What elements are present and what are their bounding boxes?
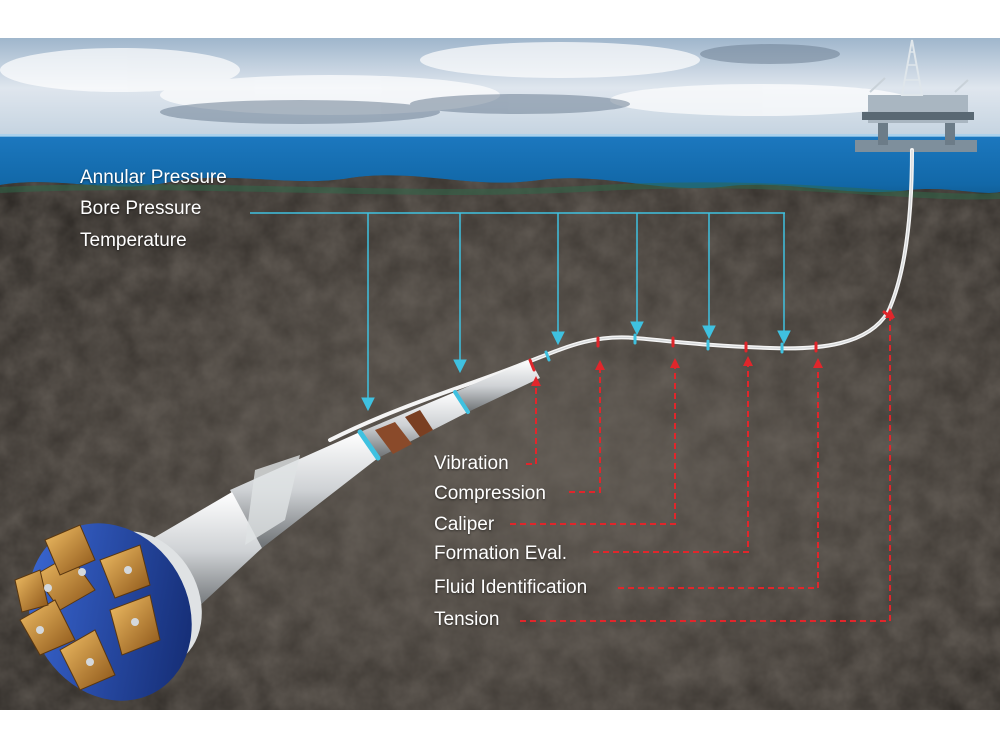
label-compression: Compression: [434, 483, 546, 504]
red-leader-caliper: [510, 368, 676, 525]
drill-collar: [118, 360, 540, 630]
offshore-drilling-rig-icon: [855, 39, 977, 152]
label-formation-eval: Formation Eval.: [434, 543, 568, 564]
label-temperature: Temperature: [80, 230, 187, 251]
label-caliper: Caliper: [434, 514, 495, 535]
blue-measurement-lines: [250, 212, 791, 412]
label-tension: Tension: [434, 609, 500, 630]
label-annular-pressure: Annular Pressure: [80, 167, 227, 188]
storm-clouds: [160, 44, 840, 124]
red-leader-compression: [569, 370, 601, 493]
red-leader-formation-eval: [593, 366, 749, 553]
top-white-band: [0, 0, 1000, 38]
label-fluid-identification: Fluid Identification: [434, 577, 588, 598]
label-vibration: Vibration: [434, 453, 509, 474]
red-leader-fluid-identification: [618, 368, 819, 589]
red-leader-tension: [520, 318, 891, 622]
sea-surface-line: [0, 134, 1000, 137]
drill-bit-icon: [14, 523, 202, 701]
red-arrowheads: [531, 308, 895, 386]
red-leader-vibration: [526, 386, 537, 465]
blue-sensor-rings: [357, 333, 784, 461]
red-measurement-lines: [510, 318, 891, 622]
bottom-white-band: [0, 710, 1000, 750]
label-bore-pressure: Bore Pressure: [80, 198, 202, 219]
